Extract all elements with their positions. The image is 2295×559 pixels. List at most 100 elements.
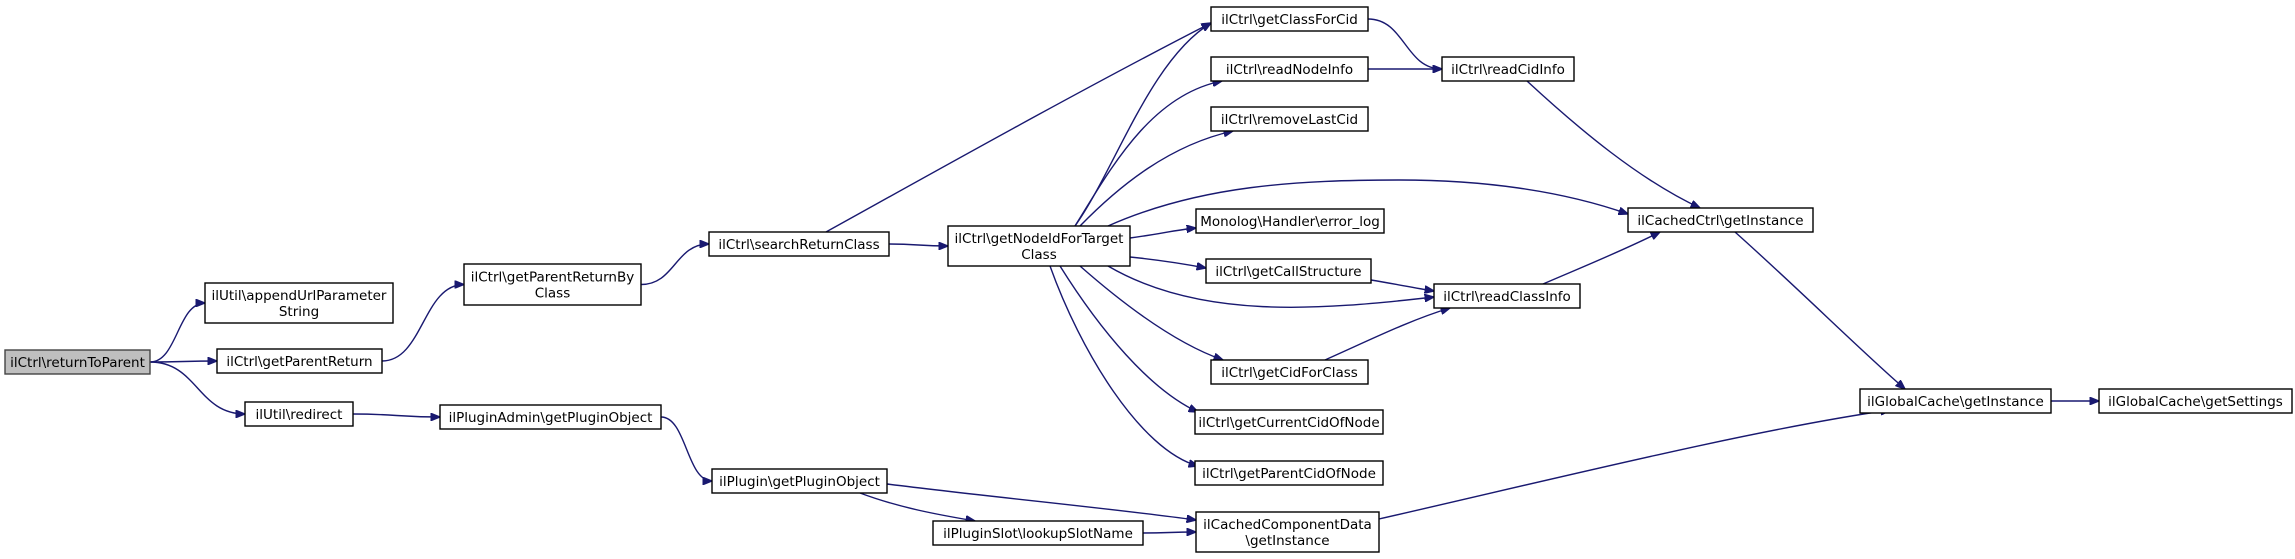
edge-getPluginObject-to-lookupSlotName — [859, 492, 975, 521]
node-label: ilCtrl\readClassInfo — [1443, 289, 1571, 305]
node-readNodeInfo[interactable]: ilCtrl\readNodeInfo — [1210, 56, 1369, 82]
node-readCidInfo[interactable]: ilCtrl\readCidInfo — [1441, 56, 1575, 82]
edge-getNodeIdForTargetClass-to-getCidForClass — [1079, 265, 1223, 360]
edge-getNodeIdForTargetClass-to-errorLog — [1129, 228, 1196, 239]
node-box — [1441, 56, 1575, 82]
edge-lookupSlotName-to-cachedComponentData — [1142, 532, 1196, 533]
node-label: ilGlobalCache\getInstance — [1867, 394, 2044, 410]
edge-getPluginObjectAdmin-to-getPluginObject — [660, 416, 712, 481]
node-searchReturnClass[interactable]: ilCtrl\searchReturnClass — [708, 231, 890, 257]
node-box — [4, 349, 151, 375]
node-label: ilCtrl\readNodeInfo — [1226, 62, 1353, 78]
edge-returnToParent-to-redirect — [149, 361, 245, 414]
node-label: ilCtrl\getClassForCid — [1221, 12, 1358, 28]
node-removeLastCid[interactable]: ilCtrl\removeLastCid — [1210, 106, 1369, 132]
node-box — [1210, 56, 1369, 82]
node-box — [1205, 258, 1372, 284]
node-label: ilCtrl\getCallStructure — [1215, 264, 1361, 280]
node-box — [1210, 106, 1369, 132]
node-getCallStructure[interactable]: ilCtrl\getCallStructure — [1205, 258, 1372, 284]
node-box — [1210, 359, 1369, 385]
edge-getNodeIdForTargetClass-to-readNodeInfo — [1074, 81, 1222, 227]
edge-getNodeIdForTargetClass-to-readClassInfo — [1107, 265, 1434, 308]
node-getCurrentCidOfNode[interactable]: ilCtrl\getCurrentCidOfNode — [1194, 409, 1384, 435]
edge-cachedComponentData-to-globalCacheInstance — [1378, 410, 1890, 520]
node-cachedComponentData[interactable]: ilCachedComponentData\getInstance — [1195, 511, 1380, 553]
node-label: ilCtrl\readCidInfo — [1451, 62, 1565, 78]
node-label: ilGlobalCache\getSettings — [2108, 394, 2283, 410]
node-label: String — [279, 304, 319, 320]
node-lookupSlotName[interactable]: ilPluginSlot\lookupSlotName — [932, 520, 1144, 546]
node-label: \getInstance — [1245, 533, 1329, 549]
edge-getNodeIdForTargetClass-to-removeLastCid — [1079, 131, 1233, 227]
node-getPluginObjectAdmin[interactable]: ilPluginAdmin\getPluginObject — [439, 404, 662, 430]
edges-layer — [149, 18, 2099, 533]
node-box — [1194, 460, 1384, 486]
node-box — [1627, 207, 1814, 233]
edge-readClassInfo-to-cachedCtrl — [1542, 232, 1660, 285]
edge-redirect-to-getPluginObjectAdmin — [352, 414, 440, 417]
node-label: ilCtrl\getCidForClass — [1221, 365, 1358, 381]
edge-returnToParent-to-getParentReturn — [149, 361, 217, 362]
node-label: ilPlugin\getPluginObject — [719, 474, 880, 490]
node-label: ilCtrl\getParentReturn — [226, 354, 372, 370]
node-label: Class — [1021, 247, 1057, 263]
edge-searchReturnClass-to-getClassForCid — [825, 23, 1211, 233]
node-cachedCtrl[interactable]: ilCachedCtrl\getInstance — [1627, 207, 1814, 233]
node-errorLog[interactable]: Monolog\Handler\error_log — [1195, 208, 1385, 234]
node-label: ilCtrl\returnToParent — [10, 355, 145, 371]
edge-getParentReturnByClass-to-searchReturnClass — [640, 244, 709, 286]
node-getCidForClass[interactable]: ilCtrl\getCidForClass — [1210, 359, 1369, 385]
node-returnToParent[interactable]: ilCtrl\returnToParent — [4, 349, 151, 375]
edge-getNodeIdForTargetClass-to-getParentCidOfNode — [1049, 265, 1198, 466]
node-box — [439, 404, 662, 430]
node-globalCacheInstance[interactable]: ilGlobalCache\getInstance — [1859, 388, 2052, 414]
node-label: ilCtrl\getParentCidOfNode — [1202, 466, 1376, 482]
node-label: ilCtrl\searchReturnClass — [718, 237, 879, 253]
nodes-layer: ilCtrl\returnToParent ilUtil\appendUrlPar… — [4, 6, 2293, 553]
node-readClassInfo[interactable]: ilCtrl\readClassInfo — [1433, 283, 1581, 309]
node-box — [1194, 409, 1384, 435]
node-box — [216, 348, 383, 374]
edge-getParentReturn-to-getParentReturnByClass — [381, 285, 464, 362]
node-label: ilUtil\appendUrlParameter — [212, 288, 387, 304]
node-redirect[interactable]: ilUtil\redirect — [244, 401, 354, 427]
node-box — [204, 282, 394, 324]
node-box — [244, 401, 354, 427]
node-label: ilCtrl\removeLastCid — [1221, 112, 1358, 128]
edge-getNodeIdForTargetClass-to-cachedCtrl — [1107, 179, 1628, 227]
node-box — [932, 520, 1144, 546]
node-label: ilCtrl\getNodeIdForTarget — [955, 231, 1124, 247]
node-box — [1195, 511, 1380, 553]
node-getPluginObject[interactable]: ilPlugin\getPluginObject — [711, 468, 888, 494]
edge-getCallStructure-to-readClassInfo — [1370, 279, 1434, 291]
node-box — [947, 225, 1131, 267]
node-box — [1859, 388, 2052, 414]
node-getParentCidOfNode[interactable]: ilCtrl\getParentCidOfNode — [1194, 460, 1384, 486]
node-globalCacheSettings[interactable]: ilGlobalCache\getSettings — [2098, 388, 2293, 414]
edge-returnToParent-to-appendUrlParameterString — [149, 303, 205, 363]
node-label: ilCtrl\getParentReturnBy — [471, 270, 635, 286]
node-box — [463, 263, 642, 306]
edge-readCidInfo-to-cachedCtrl — [1526, 80, 1700, 208]
edge-getNodeIdForTargetClass-to-getClassForCid — [1074, 23, 1211, 227]
node-label: ilUtil\redirect — [256, 407, 343, 423]
node-label: ilPluginAdmin\getPluginObject — [449, 410, 653, 426]
node-label: Class — [535, 286, 571, 302]
node-box — [1195, 208, 1385, 234]
node-getParentReturn[interactable]: ilCtrl\getParentReturn — [216, 348, 383, 374]
node-label: ilPluginSlot\lookupSlotName — [943, 526, 1133, 542]
edge-cachedCtrl-to-globalCacheInstance — [1734, 231, 1905, 389]
node-label: ilCachedComponentData — [1203, 517, 1372, 533]
edge-getPluginObject-to-cachedComponentData — [886, 483, 1196, 520]
node-box — [711, 468, 888, 494]
node-getClassForCid[interactable]: ilCtrl\getClassForCid — [1210, 6, 1369, 32]
node-label: ilCachedCtrl\getInstance — [1637, 213, 1803, 229]
node-box — [708, 231, 890, 257]
node-box — [1210, 6, 1369, 32]
node-box — [1433, 283, 1581, 309]
